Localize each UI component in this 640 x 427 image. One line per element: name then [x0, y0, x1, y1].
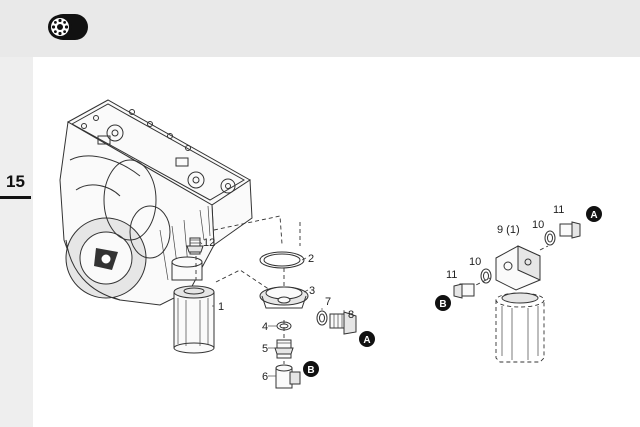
svg-text:B: B — [307, 365, 314, 376]
callout-8: 8 — [348, 309, 354, 321]
svg-text:B: B — [439, 299, 446, 310]
callout-11-right: 11 — [553, 204, 564, 216]
engine-block — [59, 99, 253, 306]
part-5-adapter — [274, 339, 294, 359]
part-11-fitting-left — [453, 283, 475, 299]
part-10-washer-left — [480, 268, 492, 284]
remote-filter-assembly — [469, 245, 549, 363]
part-10-washer-right — [544, 230, 556, 246]
marker-b-right: B — [435, 295, 451, 311]
leader-lines — [199, 241, 345, 377]
callout-2: 2 — [308, 253, 314, 265]
part-1-filter-cartridge — [173, 285, 215, 354]
callout-4: 4 — [262, 321, 268, 333]
svg-text:A: A — [363, 335, 370, 346]
callout-9-1: 9 (1) — [497, 224, 520, 236]
svg-text:A: A — [590, 210, 597, 221]
marker-b-left: B — [303, 361, 319, 377]
part-11-fitting-right — [559, 221, 581, 239]
side-margin — [0, 57, 33, 427]
callout-7: 7 — [325, 296, 331, 308]
part-8-union — [329, 311, 357, 335]
callout-6: 6 — [262, 371, 268, 383]
callout-5: 5 — [262, 343, 268, 355]
callout-10-right: 10 — [532, 219, 544, 231]
callout-3: 3 — [309, 285, 315, 297]
oil-filter-icon — [48, 14, 88, 40]
marker-a-left: A — [359, 331, 375, 347]
callout-12: 12 — [203, 237, 215, 249]
section-number: 15 — [0, 168, 31, 199]
part-3-filter-head — [259, 286, 309, 309]
marker-a-right: A — [586, 206, 602, 222]
part-7-washer — [316, 310, 328, 326]
part-6-elbow — [275, 364, 301, 389]
callout-1: 1 — [218, 301, 224, 313]
callout-10-left: 10 — [469, 256, 481, 268]
part-2-gasket — [259, 251, 305, 269]
callout-11-left: 11 — [446, 269, 457, 281]
header-band — [0, 0, 640, 57]
part-12-nipple — [186, 237, 204, 255]
